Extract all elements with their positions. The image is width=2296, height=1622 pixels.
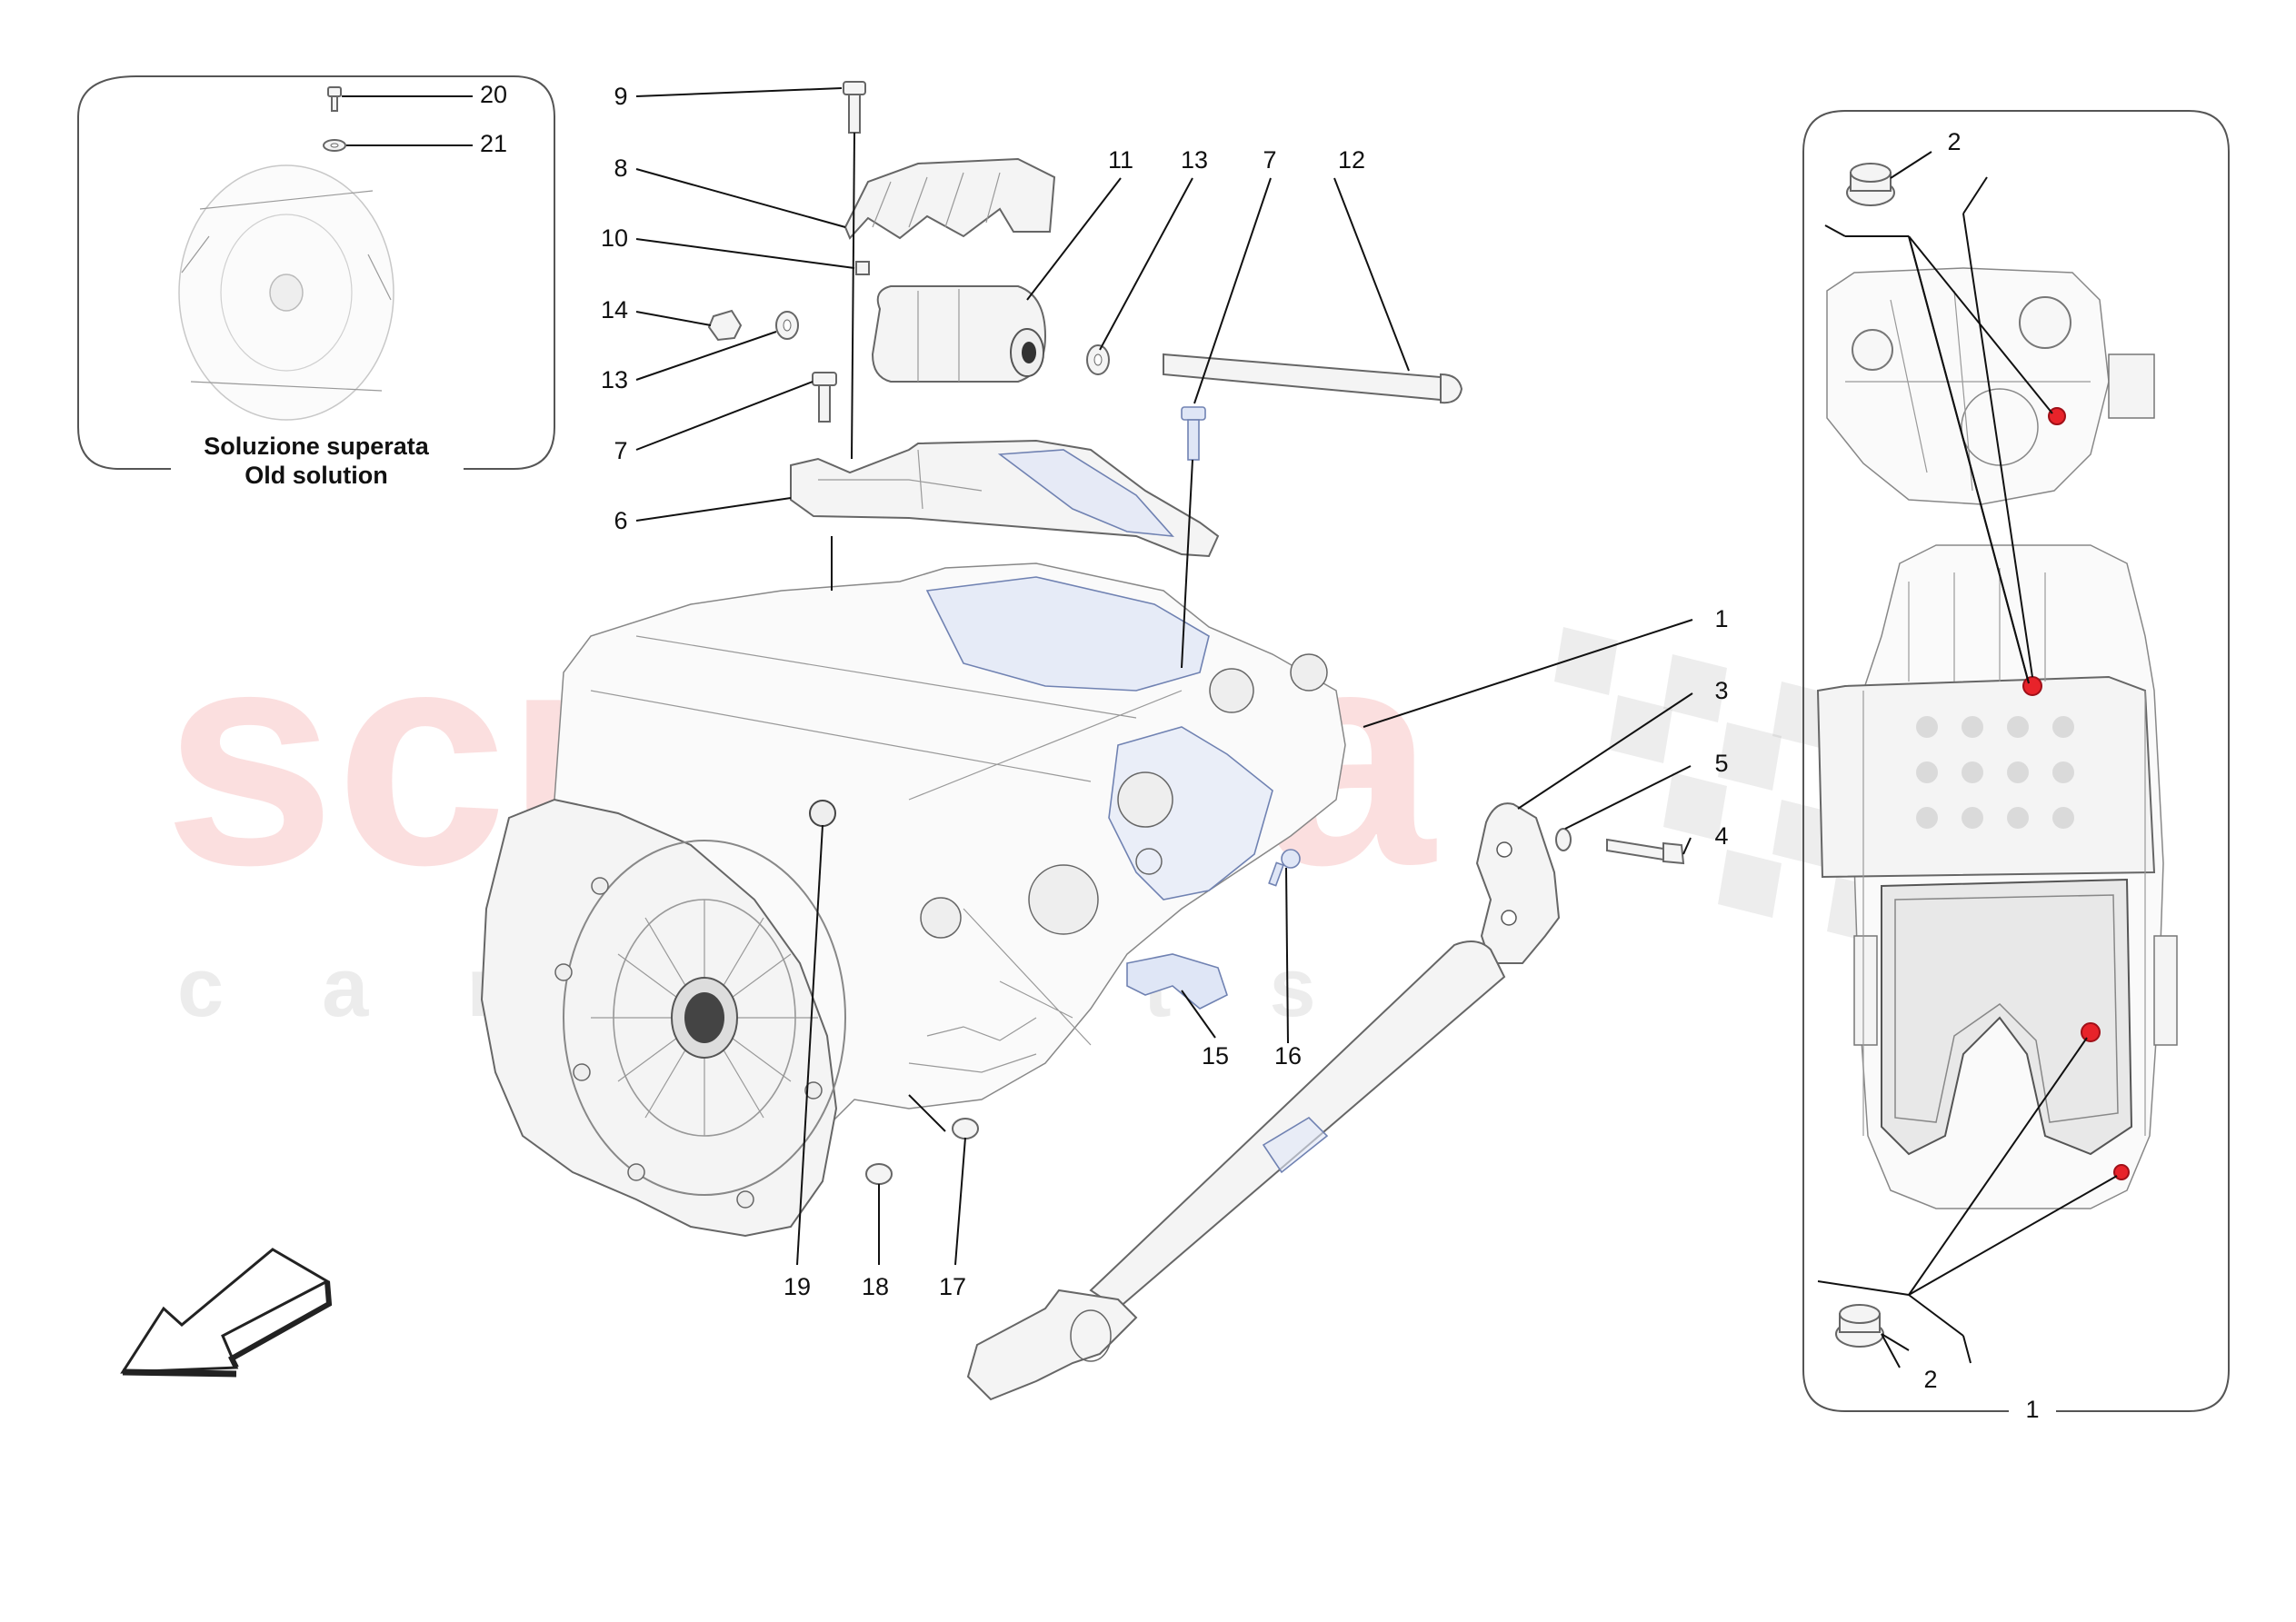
gearbox-housing <box>480 562 1346 1238</box>
clamp-15 <box>1126 953 1228 1010</box>
bolt-9 <box>843 81 866 134</box>
callout-3: 3 <box>1714 677 1728 704</box>
plug-18 <box>865 1163 893 1185</box>
leader-lines <box>635 87 1693 1266</box>
plug-2-top <box>1846 163 1895 206</box>
inset-casing-drawing <box>178 164 394 421</box>
callout-20: 20 <box>480 81 507 108</box>
plug-2-bottom <box>1835 1304 1884 1348</box>
callout-1-main: 1 <box>1714 605 1728 632</box>
washer-13-right <box>1086 344 1110 375</box>
bolt-7-right <box>1181 406 1206 461</box>
callout-12: 12 <box>1338 146 1365 174</box>
callout-17: 17 <box>939 1273 966 1300</box>
callout-13-right: 13 <box>1181 146 1208 174</box>
bolt-4 <box>1606 838 1685 865</box>
callout-labels: 9 8 10 14 13 7 6 11 13 7 12 1 3 5 4 15 1… <box>601 83 1729 1300</box>
inset-leader-lines <box>1817 151 2118 1368</box>
callout-11: 11 <box>1108 146 1133 174</box>
callout-7-left: 7 <box>614 437 627 464</box>
inset-washer <box>323 139 346 152</box>
callout-2-bottom: 2 <box>1923 1366 1937 1393</box>
bolt-16 <box>1268 849 1301 887</box>
drain-plug-marker-1 <box>2048 407 2066 425</box>
drain-plug-marker-2 <box>2022 676 2042 696</box>
arrow-front-icon <box>120 1248 333 1378</box>
support-bracket-6 <box>790 439 1220 558</box>
callout-7-right: 7 <box>1263 146 1276 174</box>
bolt-7-left <box>812 372 837 423</box>
callout-21: 21 <box>480 130 507 157</box>
drain-plug-marker-4 <box>2113 1164 2130 1180</box>
mount-cover-8 <box>844 157 1056 240</box>
washer-13-left <box>775 311 799 340</box>
inset-frame <box>77 75 555 470</box>
inset-bolt <box>327 86 342 112</box>
inset-caption-it: Soluzione superata <box>204 433 430 460</box>
main-exploded-view: 9 8 10 14 13 7 6 11 13 7 12 1 3 5 4 15 1… <box>120 81 1729 1401</box>
drain-plug-marker-3 <box>2081 1022 2101 1042</box>
inset-plug-locations: 2 2 1 <box>1802 110 2230 1423</box>
strut-rod <box>966 940 1506 1401</box>
bracket-3 <box>1475 802 1561 964</box>
callout-5: 5 <box>1714 750 1728 777</box>
callout-2-top: 2 <box>1947 128 1961 155</box>
spacer-10 <box>855 261 870 275</box>
inset-old-solution: 20 21 Soluzione superata Old solution <box>77 75 555 489</box>
rubber-mount-11 <box>871 285 1047 383</box>
gearbox-top-view <box>1816 544 2178 1209</box>
callout-1-inset: 1 <box>2025 1396 2039 1423</box>
callout-19: 19 <box>784 1273 811 1300</box>
inset-right-frame <box>1802 110 2230 1412</box>
callout-10: 10 <box>601 224 628 252</box>
callout-9: 9 <box>614 83 627 110</box>
washer-5 <box>1555 828 1572 851</box>
plug-17 <box>952 1118 979 1139</box>
callout-15: 15 <box>1202 1042 1229 1070</box>
callout-13-left: 13 <box>601 366 628 393</box>
callout-6: 6 <box>614 507 627 534</box>
gearbox-end-view <box>1826 267 2155 505</box>
callout-4: 4 <box>1714 822 1728 850</box>
inset-caption-en: Old solution <box>245 462 387 489</box>
callout-14: 14 <box>601 296 628 323</box>
callout-18: 18 <box>862 1273 889 1300</box>
nut-14 <box>707 309 743 342</box>
callout-16: 16 <box>1274 1042 1302 1070</box>
callout-8: 8 <box>614 154 627 182</box>
through-bolt-12 <box>1163 353 1463 404</box>
